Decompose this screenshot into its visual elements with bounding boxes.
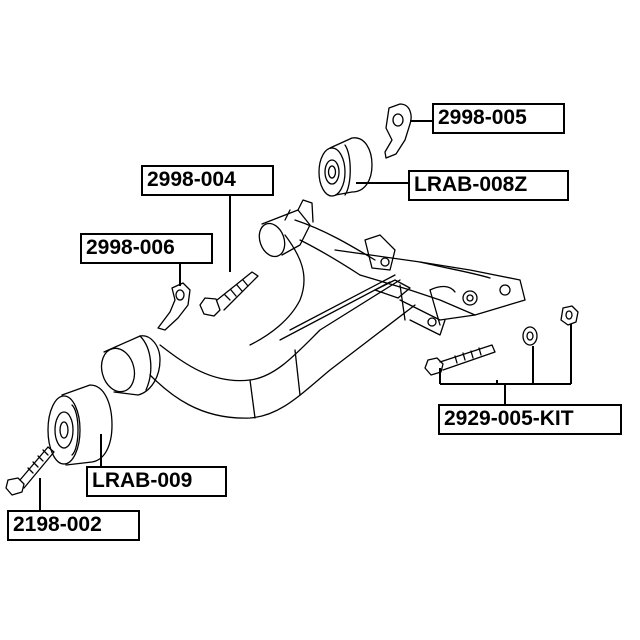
bolt-2998-004 <box>199 271 259 317</box>
bushing-lrab-008z <box>318 137 373 197</box>
bushing-lrab-009 <box>47 384 113 466</box>
washer-2998-005 <box>384 103 412 159</box>
part-label-lrab-009[interactable]: LRAB-009 <box>86 466 227 497</box>
control-arm <box>100 199 526 419</box>
part-label-2998-006[interactable]: 2998-006 <box>80 233 213 264</box>
part-label-2998-005[interactable]: 2998-005 <box>432 103 565 134</box>
part-label-2198-002[interactable]: 2198-002 <box>7 510 140 541</box>
part-label-lrab-008z[interactable]: LRAB-008Z <box>408 170 569 201</box>
leader-lines <box>39 120 572 510</box>
part-label-2929-005-kit[interactable]: 2929-005-KIT <box>438 404 622 435</box>
bolt-2198-002 <box>5 446 55 496</box>
washer-2998-006 <box>157 282 191 331</box>
bolt-kit-2929-005 <box>424 305 579 376</box>
part-label-2998-004[interactable]: 2998-004 <box>141 165 274 196</box>
